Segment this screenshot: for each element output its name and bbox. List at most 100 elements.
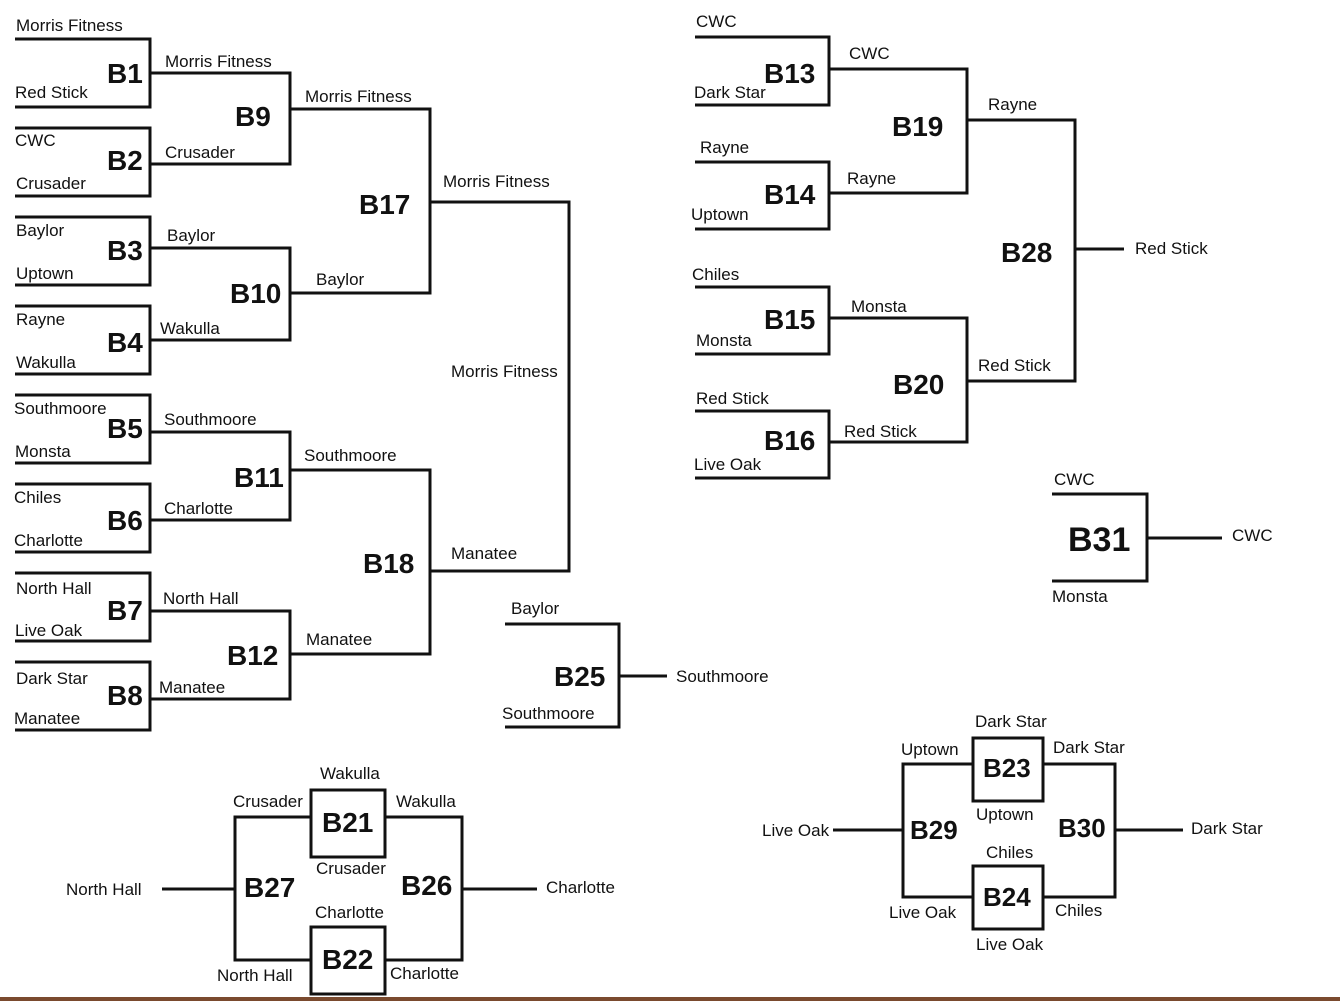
- bracket-line-b15: [695, 285, 831, 356]
- team-label: Wakulla: [16, 353, 76, 372]
- final-winner-label: Dark Star: [1191, 819, 1263, 838]
- team-label: Dark Star: [16, 669, 88, 688]
- team-label: Chiles: [692, 265, 739, 284]
- game-box-b22: [309, 925, 387, 996]
- team-label: Dark Star: [694, 83, 766, 102]
- game-label: B20: [893, 369, 944, 400]
- team-label: Uptown: [691, 205, 749, 224]
- bracket-line-b3: [15, 215, 152, 287]
- bracket-line-b7: [15, 571, 152, 643]
- final-winner-label: CWC: [1232, 526, 1273, 545]
- advance-label: Baylor: [316, 270, 365, 289]
- team-label: Baylor: [511, 599, 560, 618]
- team-label: Uptown: [901, 740, 959, 759]
- team-label: CWC: [696, 12, 737, 31]
- game-label: B3: [107, 235, 143, 266]
- advance-label: Baylor: [167, 226, 216, 245]
- team-label: Morris Fitness: [16, 16, 123, 35]
- advance-label: Manatee: [451, 544, 517, 563]
- game-label: B24: [983, 882, 1031, 912]
- team-label: Wakulla: [320, 764, 380, 783]
- advance-label: Rayne: [988, 95, 1037, 114]
- bracket-line-b14: [695, 160, 831, 231]
- bracket-line-b16: [695, 409, 831, 480]
- team-label: North Hall: [16, 579, 92, 598]
- game-label: B16: [764, 425, 815, 456]
- team-label: Monsta: [696, 331, 752, 350]
- game-label: B7: [107, 595, 143, 626]
- advance-label: North Hall: [163, 589, 239, 608]
- team-label: Uptown: [976, 805, 1034, 824]
- bracket-line-b19: [829, 67, 969, 195]
- game-label: B29: [910, 815, 958, 845]
- advance-label: Wakulla: [160, 319, 220, 338]
- bracket-line-b6: [15, 482, 152, 554]
- game-label: B4: [107, 327, 143, 358]
- team-label: Charlotte: [14, 531, 83, 550]
- final-winner-label: Live Oak: [762, 821, 830, 840]
- game-label: B26: [401, 870, 452, 901]
- game-label: B9: [235, 101, 271, 132]
- team-label: Manatee: [14, 709, 80, 728]
- team-label: Red Stick: [15, 83, 88, 102]
- team-label: Live Oak: [889, 903, 957, 922]
- advance-label: Manatee: [306, 630, 372, 649]
- game-label: B30: [1058, 813, 1106, 843]
- final-winner-label: North Hall: [66, 880, 142, 899]
- game-label: B6: [107, 505, 143, 536]
- game-label: B5: [107, 413, 143, 444]
- bracket-line-b13: [695, 35, 831, 107]
- team-label: CWC: [1054, 470, 1095, 489]
- team-label: Wakulla: [396, 792, 456, 811]
- team-label: Live Oak: [976, 935, 1044, 954]
- game-label: B21: [322, 807, 373, 838]
- team-label: Chiles: [986, 843, 1033, 862]
- team-label: Monsta: [15, 442, 71, 461]
- team-label: Uptown: [16, 264, 74, 283]
- game-label: B2: [107, 145, 143, 176]
- team-label: Chiles: [1055, 901, 1102, 920]
- team-label: Crusader: [233, 792, 303, 811]
- game-label: B13: [764, 58, 815, 89]
- team-label: Rayne: [700, 138, 749, 157]
- game-label: B14: [764, 179, 816, 210]
- bracket-line-left-final: [430, 200, 571, 573]
- team-label: Southmoore: [14, 399, 107, 418]
- team-label: Southmoore: [502, 704, 595, 723]
- bracket-line-b18: [290, 468, 432, 656]
- game-label: B17: [359, 189, 410, 220]
- game-box-b21: [309, 788, 387, 859]
- game-label: B8: [107, 680, 143, 711]
- team-label: Rayne: [16, 310, 65, 329]
- team-label: Monsta: [1052, 587, 1108, 606]
- team-label: Crusader: [16, 174, 86, 193]
- game-box-b24: [971, 864, 1045, 931]
- team-label: Dark Star: [975, 712, 1047, 731]
- bottom-border: [0, 997, 1340, 1001]
- advance-label: Red Stick: [978, 356, 1051, 375]
- game-label: B25: [554, 661, 605, 692]
- final-winner-label: Charlotte: [546, 878, 615, 897]
- team-label: Dark Star: [1053, 738, 1125, 757]
- game-label: B11: [234, 462, 284, 493]
- team-label: Baylor: [16, 221, 65, 240]
- team-label: Charlotte: [390, 964, 459, 983]
- bracket-line-b2: [15, 126, 152, 198]
- advance-label: Southmoore: [304, 446, 397, 465]
- advance-label: Monsta: [851, 297, 907, 316]
- advance-label: Morris Fitness: [165, 52, 272, 71]
- advance-label: Manatee: [159, 678, 225, 697]
- team-label: Charlotte: [315, 903, 384, 922]
- game-label: B1: [107, 58, 143, 89]
- advance-label: Morris Fitness: [305, 87, 412, 106]
- game-label: B15: [764, 304, 815, 335]
- game-label: B22: [322, 944, 373, 975]
- advance-label: Charlotte: [164, 499, 233, 518]
- bracket-line-b9: [150, 71, 292, 166]
- bracket-line-b11: [150, 430, 292, 522]
- bracket-line-b8: [15, 660, 152, 732]
- team-label: Crusader: [316, 859, 386, 878]
- game-box-b23: [971, 736, 1045, 803]
- game-label: B31: [1068, 521, 1130, 559]
- advance-label: Rayne: [847, 169, 896, 188]
